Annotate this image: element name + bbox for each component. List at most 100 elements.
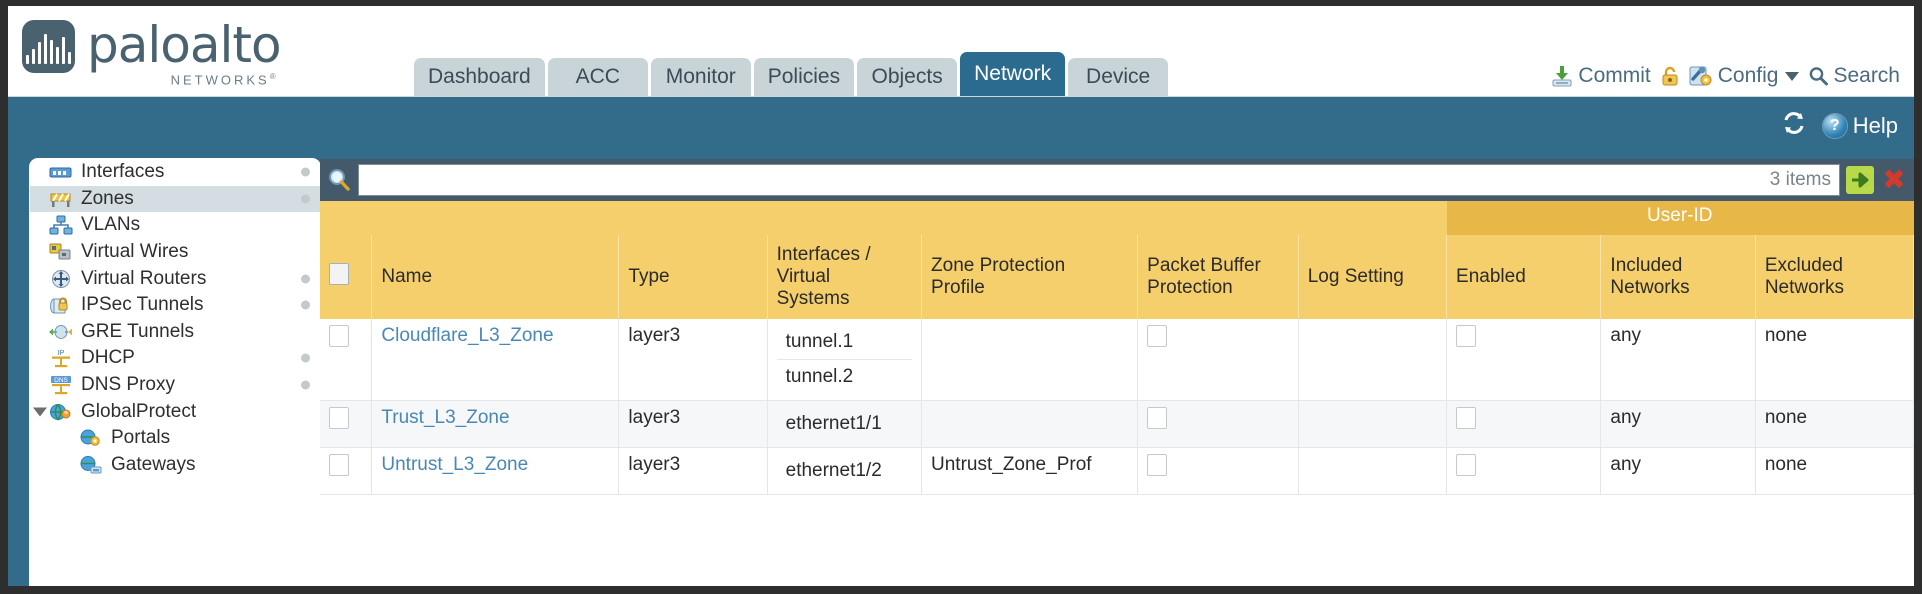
- tab-device[interactable]: Device: [1068, 58, 1169, 96]
- cell-zone-protection-profile: [921, 400, 1139, 448]
- row-select-checkbox[interactable]: [329, 454, 349, 476]
- search-magnifier-icon[interactable]: [326, 167, 352, 193]
- chevron-down-icon: [1785, 71, 1800, 81]
- col-header-enabled[interactable]: Enabled: [1446, 235, 1602, 319]
- cell-type: layer3: [618, 447, 768, 495]
- cell-log-setting: [1298, 447, 1448, 495]
- refresh-icon[interactable]: [1781, 111, 1807, 141]
- col-header-packet-line1: Packet Buffer: [1147, 255, 1261, 276]
- sidebar-item-globalprotect[interactable]: GlobalProtect: [30, 398, 320, 425]
- col-header-zone-protection-profile[interactable]: Zone Protection Profile: [921, 235, 1139, 319]
- cell-packet-buffer-protection: [1137, 447, 1299, 495]
- globalprotect-globe-icon: [48, 402, 74, 422]
- sidebar-item-vlans[interactable]: VLANs: [30, 212, 320, 239]
- sidebar-item-interfaces[interactable]: Interfaces: [30, 159, 320, 186]
- table-row[interactable]: Cloudflare_L3_Zone layer3 tunnel.1 tunne…: [320, 319, 1914, 401]
- lock-icon[interactable]: [1660, 65, 1680, 87]
- expander-triangle-icon[interactable]: [33, 407, 47, 417]
- commit-download-icon: [1551, 65, 1573, 87]
- sidebar-item-label: IPSec Tunnels: [81, 294, 204, 316]
- sidebar-item-dns-proxy[interactable]: DNS DNS Proxy: [30, 372, 320, 399]
- cell-interfaces: tunnel.1 tunnel.2: [767, 319, 923, 401]
- config-label: Config: [1717, 64, 1779, 87]
- zones-table-head: User-ID Name Type Interfaces / Virtual S…: [320, 201, 1914, 319]
- packet-buffer-checkbox[interactable]: [1147, 325, 1168, 347]
- search-magnifier-icon: [1808, 66, 1829, 86]
- search-button[interactable]: Search: [1808, 64, 1900, 88]
- cell-name: Untrust_L3_Zone: [371, 447, 620, 495]
- col-header-excluded-line2: Networks: [1764, 277, 1844, 298]
- item-count-label: 3 items: [1769, 169, 1831, 190]
- col-header-zone-line2: Profile: [931, 277, 985, 298]
- row-select-cell: [320, 400, 373, 448]
- zone-link[interactable]: Cloudflare_L3_Zone: [381, 325, 554, 346]
- virtual-routers-icon: [48, 269, 74, 289]
- zones-table: User-ID Name Type Interfaces / Virtual S…: [320, 201, 1914, 495]
- toolbar-actions: ? Help: [1781, 111, 1898, 141]
- brand-header: paloalto NETWORKS® Dashboard ACC Monitor…: [8, 6, 1914, 97]
- row-select-cell: [320, 319, 373, 401]
- zone-link[interactable]: Trust_L3_Zone: [381, 407, 510, 428]
- search-input[interactable]: 3 items: [358, 164, 1840, 196]
- sidebar-item-portals[interactable]: Portals: [30, 425, 320, 452]
- enabled-checkbox[interactable]: [1456, 454, 1477, 476]
- commit-label: Commit: [1578, 64, 1651, 87]
- col-header-type[interactable]: Type: [618, 235, 768, 319]
- cell-enabled: [1446, 400, 1602, 448]
- status-dot: [301, 380, 310, 390]
- col-header-log-setting[interactable]: Log Setting: [1298, 235, 1448, 319]
- group-header-user-id: User-ID: [1446, 201, 1914, 235]
- sidebar-item-label: Virtual Routers: [81, 267, 207, 289]
- svg-text:DNS: DNS: [54, 377, 68, 384]
- logo-text: paloalto NETWORKS®: [87, 20, 282, 87]
- tab-objects[interactable]: Objects: [857, 58, 958, 96]
- sidebar-item-virtual-routers[interactable]: Virtual Routers: [30, 265, 320, 292]
- cell-included-networks: any: [1600, 400, 1756, 448]
- config-menu-button[interactable]: Config: [1689, 64, 1800, 88]
- clear-filter-button[interactable]: ✖: [1882, 163, 1906, 196]
- sidebar-item-virtual-wires[interactable]: Virtual Wires: [30, 239, 320, 266]
- sidebar-item-gateways[interactable]: Gateways: [30, 452, 320, 479]
- tab-policies[interactable]: Policies: [753, 58, 855, 96]
- cell-zone-protection-profile: Untrust_Zone_Prof: [921, 447, 1139, 495]
- status-dot: [301, 353, 310, 363]
- cell-name: Trust_L3_Zone: [371, 400, 620, 448]
- commit-button[interactable]: Commit: [1551, 64, 1651, 88]
- zone-link[interactable]: Untrust_L3_Zone: [381, 454, 529, 475]
- help-button[interactable]: ? Help: [1822, 113, 1898, 139]
- row-select-checkbox[interactable]: [329, 407, 349, 429]
- packet-buffer-checkbox[interactable]: [1147, 454, 1168, 476]
- sidebar-item-label: VLANs: [81, 214, 141, 236]
- cell-included-networks: any: [1600, 447, 1756, 495]
- content-area: Interfaces Zones VLANs Vir: [8, 159, 1914, 586]
- sidebar-item-dhcp[interactable]: IP DHCP: [30, 345, 320, 372]
- cell-excluded-networks: none: [1755, 400, 1914, 448]
- col-header-name[interactable]: Name: [371, 235, 620, 319]
- cell-enabled: [1446, 319, 1602, 401]
- col-header-included-line2: Networks: [1610, 277, 1690, 298]
- col-header-packet-buffer-protection[interactable]: Packet Buffer Protection: [1137, 235, 1299, 319]
- svg-text:IP: IP: [58, 350, 65, 357]
- sidebar-item-gre-tunnels[interactable]: GRE Tunnels: [30, 319, 320, 346]
- sidebar-item-zones[interactable]: Zones: [30, 185, 320, 213]
- table-row[interactable]: Untrust_L3_Zone layer3 ethernet1/2 Untru…: [320, 447, 1914, 495]
- table-row[interactable]: Trust_L3_Zone layer3 ethernet1/1 any non…: [320, 400, 1914, 448]
- dns-proxy-icon: DNS: [48, 375, 74, 395]
- tab-dashboard[interactable]: Dashboard: [414, 58, 545, 96]
- sidebar-item-ipsec-tunnels[interactable]: IPSec Tunnels: [30, 292, 320, 319]
- col-header-interfaces[interactable]: Interfaces / Virtual Systems: [767, 235, 923, 319]
- enabled-checkbox[interactable]: [1456, 407, 1477, 429]
- tab-monitor[interactable]: Monitor: [650, 58, 751, 96]
- select-all-checkbox[interactable]: [329, 263, 349, 285]
- cell-type: layer3: [618, 400, 768, 448]
- tab-acc[interactable]: ACC: [547, 58, 648, 96]
- enabled-checkbox[interactable]: [1456, 325, 1477, 347]
- col-header-excluded-networks[interactable]: Excluded Networks: [1755, 235, 1914, 319]
- apply-filter-button[interactable]: [1846, 166, 1874, 194]
- help-question-icon: ?: [1822, 114, 1847, 138]
- tab-network[interactable]: Network: [960, 52, 1066, 96]
- header-actions: Commit: [1551, 64, 1900, 88]
- row-select-checkbox[interactable]: [329, 325, 349, 347]
- packet-buffer-checkbox[interactable]: [1147, 407, 1168, 429]
- col-header-included-networks[interactable]: Included Networks: [1600, 235, 1756, 319]
